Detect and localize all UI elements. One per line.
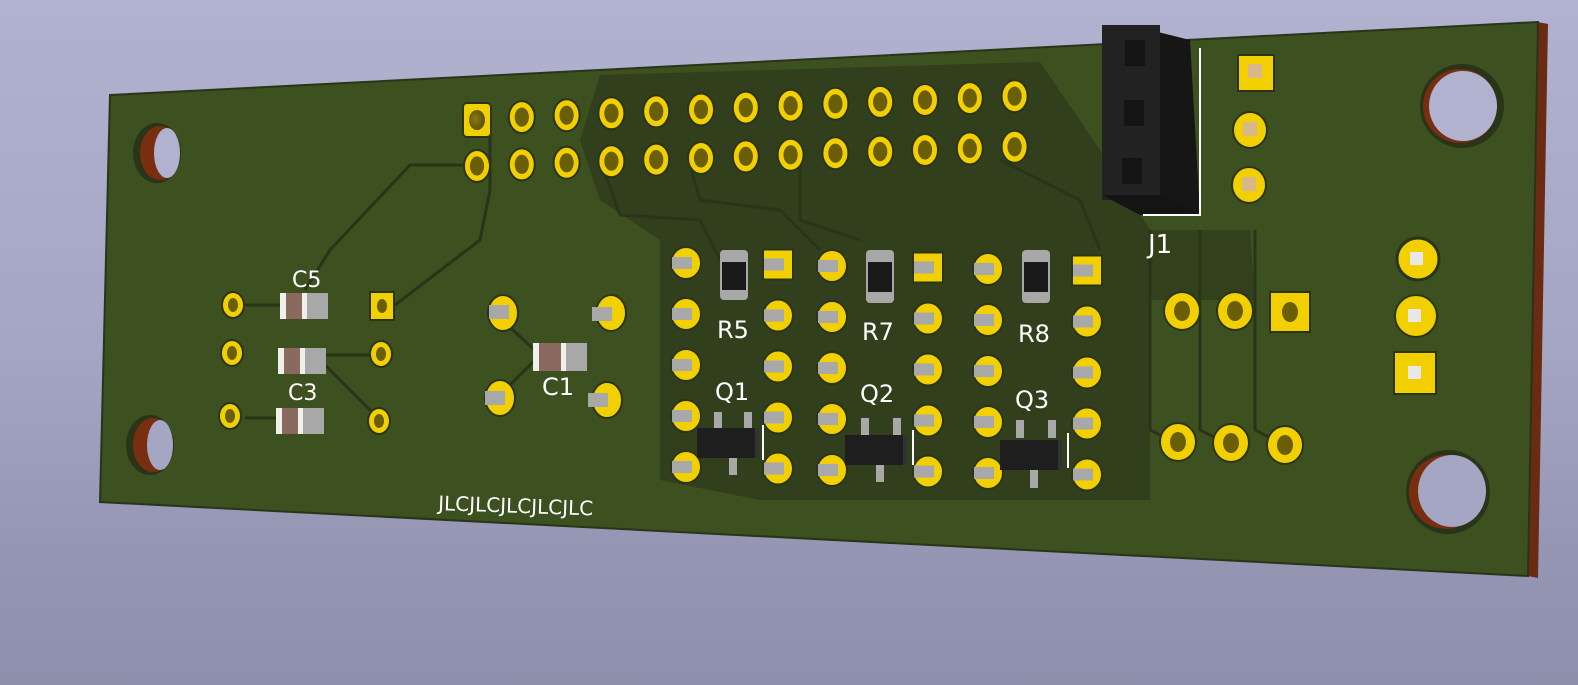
- mounting-hole-top-right: [1420, 64, 1504, 148]
- mounting-hole-bottom-left: [126, 415, 174, 475]
- capacitor-c3[interactable]: [278, 348, 326, 374]
- resistor-r8[interactable]: [1022, 250, 1050, 303]
- ref-c5: C5: [292, 268, 321, 293]
- far-right-pads: [1394, 238, 1439, 394]
- mounting-hole-top-left: [133, 123, 181, 183]
- ref-q1: Q1: [715, 378, 749, 406]
- mounting-hole-bottom-right: [1406, 450, 1490, 534]
- ref-r5: R5: [717, 316, 749, 344]
- capacitor-c1[interactable]: [533, 343, 587, 371]
- connector-j1[interactable]: [1102, 25, 1200, 215]
- ref-c3: C3: [288, 381, 317, 406]
- ref-q2: Q2: [860, 380, 894, 408]
- ref-r8: R8: [1018, 320, 1050, 348]
- capacitor-c5[interactable]: [280, 293, 328, 319]
- ref-r7: R7: [862, 318, 894, 346]
- ref-c1: C1: [542, 373, 574, 401]
- ref-j1: J1: [1146, 230, 1172, 260]
- resistor-r5[interactable]: [720, 250, 748, 300]
- header-pin-1: [463, 103, 491, 137]
- ref-q3: Q3: [1015, 386, 1049, 414]
- resistor-r7[interactable]: [866, 250, 894, 303]
- capacitor-c2[interactable]: [276, 408, 324, 434]
